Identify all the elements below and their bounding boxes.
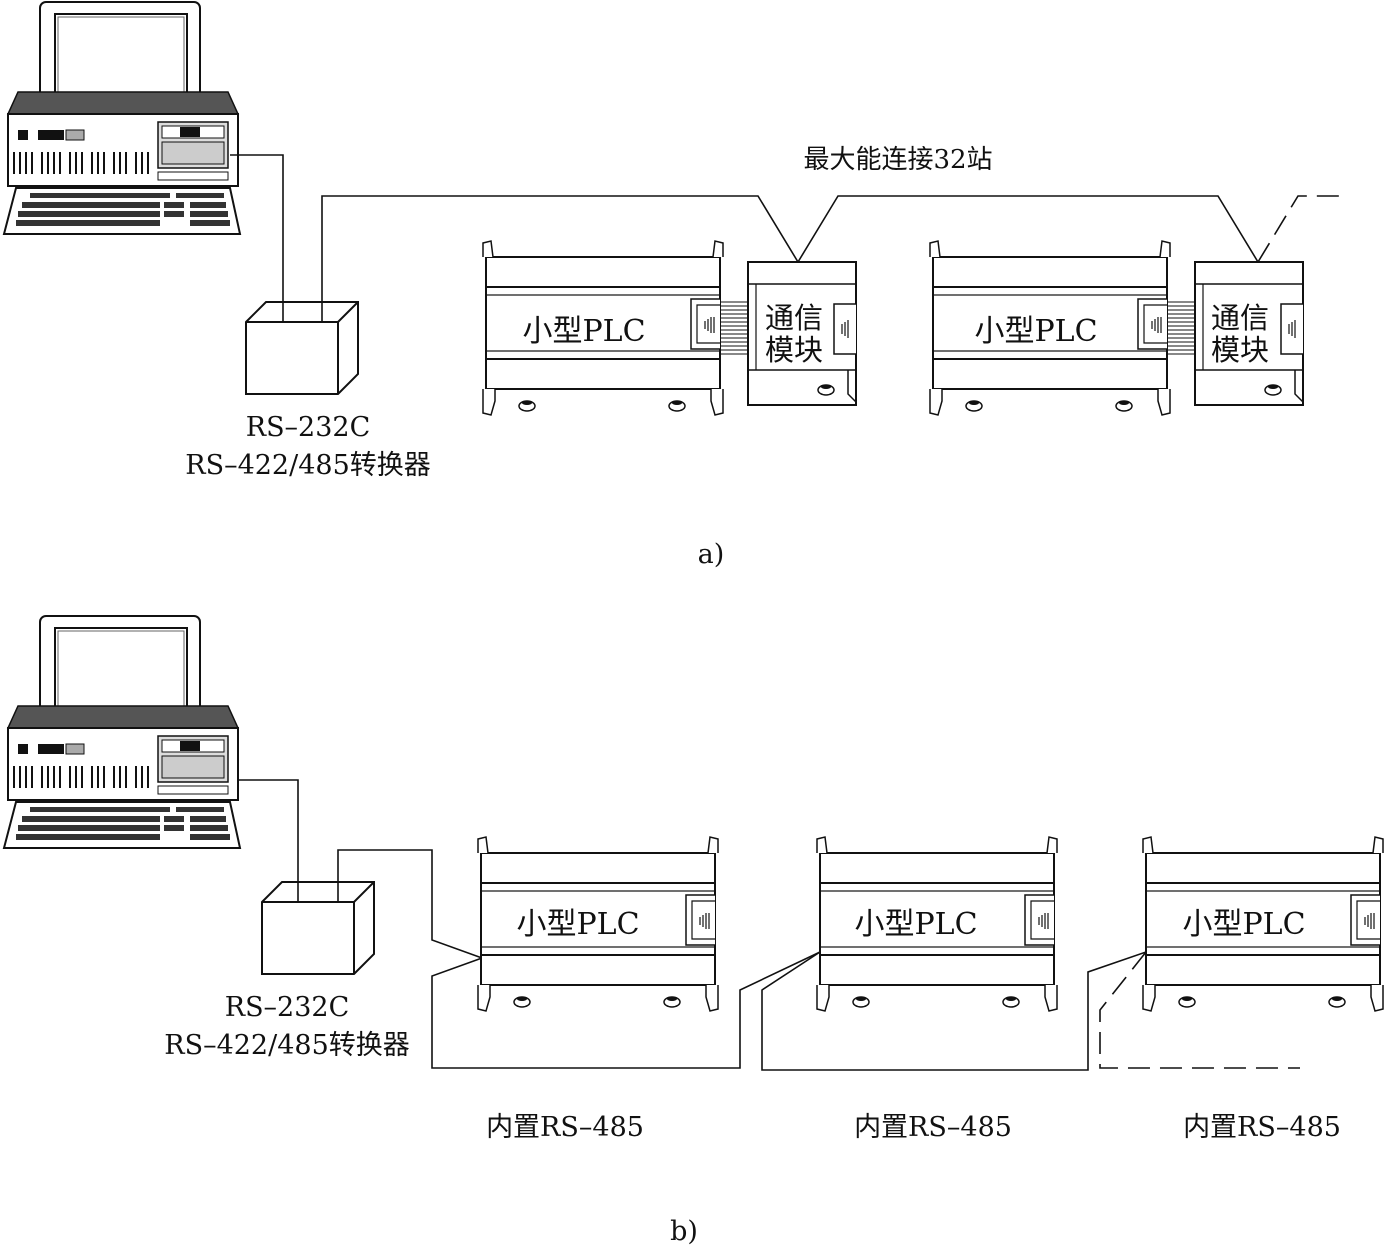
converter-label-b2: RS–422/485转换器 (164, 1030, 410, 1061)
port-label-2: 内置RS–485 (854, 1112, 1012, 1143)
converter-box (261, 881, 375, 975)
converter-label-a1: RS–232C (246, 412, 371, 443)
plc-label-2: 小型PLC (974, 314, 1097, 349)
module-label-1b: 模块 (765, 333, 823, 367)
chain-cable-2 (761, 951, 1147, 1071)
module-label-2b: 模块 (1211, 333, 1269, 367)
pc-to-converter-cable (238, 779, 299, 902)
chain-cable-continuation (1099, 951, 1300, 1069)
plc-label-1: 小型PLC (522, 314, 645, 349)
converter-box (245, 301, 359, 395)
ribbon-cable-1 (719, 301, 749, 355)
converter-label-b1: RS–232C (225, 992, 350, 1023)
plc-label-b2: 小型PLC (854, 907, 977, 942)
ribbon-cable-2 (1166, 301, 1196, 355)
port-label-3: 内置RS–485 (1183, 1112, 1341, 1143)
diagram-b: 小型PLC 小型PLC 小型PLC RS–232C RS–422/485转换器 … (3, 615, 1384, 1247)
computer-icon (3, 1, 241, 235)
computer-icon (3, 615, 241, 849)
caption-b: b) (670, 1216, 698, 1247)
module-label-2a: 通信 (1211, 301, 1269, 335)
port-label-1: 内置RS–485 (486, 1112, 644, 1143)
diagram-a: 最大能连接32站 小型PLC 通信 模块 小型PLC 通信 模块 RS–232C… (3, 1, 1345, 570)
chain-cable-1 (431, 951, 821, 1069)
pc-to-converter-cable (230, 154, 284, 322)
plc-label-b3: 小型PLC (1182, 907, 1305, 942)
bus-label: 最大能连接32站 (803, 145, 992, 175)
module-label-1a: 通信 (765, 301, 823, 335)
converter-to-plc1-cable (337, 849, 483, 959)
converter-label-a2: RS–422/485转换器 (185, 450, 431, 481)
plc-label-b1: 小型PLC (516, 907, 639, 942)
bus-cable-continuation (1257, 195, 1345, 263)
caption-a: a) (698, 539, 725, 570)
